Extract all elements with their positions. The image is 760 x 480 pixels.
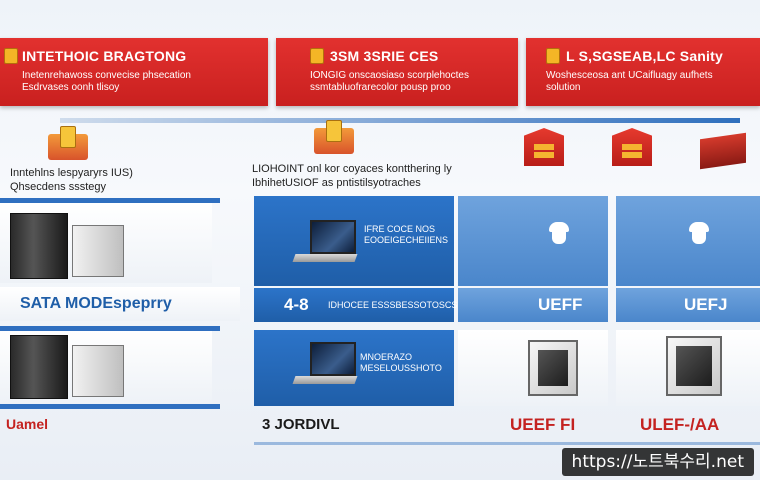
lock-icon [310, 48, 324, 64]
row4-right-cell-b: ULEF-/AA [616, 410, 760, 440]
chef-hat-icon [686, 222, 712, 246]
row4-right-label-a: UEEF FI [510, 415, 576, 434]
desktop-tower-icon [72, 345, 124, 397]
server-cube-icon [528, 340, 578, 396]
header-col1-title: INTETHOIC BRAGTONG [22, 48, 187, 64]
row1-center-cell: IFRE COCE NOS EOOEIGECHEIIENS [254, 196, 454, 286]
divider-line [0, 326, 220, 331]
row1-center-text: IFRE COCE NOS EOOEIGECHEIIENS [364, 224, 449, 245]
row4-center-cell: 3 JORDIVL [254, 410, 454, 440]
row2-right-label-b: UEFJ [684, 295, 728, 314]
header-col2-title: 3SM 3SRIE CES [330, 48, 439, 64]
row4-left-cell: Uamel [0, 410, 240, 440]
desktop-tower-icon [10, 213, 68, 279]
watermark-url: https://노트북수리.net [561, 448, 754, 476]
row4-right-label-b: ULEF-/AA [640, 415, 720, 434]
device-icon [700, 132, 746, 170]
divider-line [0, 198, 220, 203]
row2-right-cell-a: UEFF [458, 288, 608, 322]
row3-right-cell-b [616, 330, 760, 406]
divider-line [60, 118, 740, 123]
row2-right-label-a: UEFF [538, 295, 583, 314]
header-col2-subtitle: IONGIG onscaosiaso scorplehoctes ssmtabl… [310, 70, 469, 93]
row2-left-label: SATA MODEspeprry [20, 295, 172, 312]
row4-left-label: Uamel [6, 416, 49, 432]
row2-center-cell: 4-8 IDHOCEE ESSSBESSOTOSCS [254, 288, 458, 322]
server-cube-icon [666, 336, 722, 396]
row1-right-cell-b [616, 196, 760, 286]
row4-right-cell-a: UEEF FI [458, 410, 608, 440]
header-col1-subtitle: Inetenrehawoss convecise phsecation Esdr… [22, 70, 191, 93]
row3-center-cell: MNOERAZO MESELOUSSHOTO [254, 330, 454, 406]
header-col3-title: L S,SGSEAB,LC Sanity [566, 48, 723, 64]
row3-right-cell-a [458, 330, 608, 406]
lock-icon [546, 48, 560, 64]
header-col3-subtitle: Woshesceosa ant UCaifluagy aufhets solut… [546, 70, 713, 93]
row4-center-label: 3 JORDIVL [262, 416, 340, 433]
row1-right-cell-a [458, 196, 608, 286]
row2-right-cell-b: UEFJ [616, 288, 760, 322]
left-intro-label: Inntehlns lespyaryrs IUS) Qhsecdens ssst… [10, 167, 133, 193]
tag-lock-icon [42, 124, 92, 164]
desktop-tower-icon [72, 225, 124, 277]
header-col1: INTETHOIC BRAGTONG Inetenrehawoss convec… [0, 38, 268, 106]
row3-left-cell [0, 331, 212, 403]
divider-line [0, 404, 220, 409]
row1-left-cell [0, 203, 212, 283]
desktop-tower-icon [10, 335, 68, 399]
row3-center-text: MNOERAZO MESELOUSSHOTO [360, 352, 442, 373]
shield-icon [612, 128, 652, 166]
chef-hat-icon [546, 222, 572, 246]
laptop-icon [292, 376, 358, 384]
row2-left-cell: SATA MODEspeprry [0, 287, 240, 321]
header-col3: L S,SGSEAB,LC Sanity Woshesceosa ant UCa… [526, 38, 760, 106]
laptop-icon [310, 220, 356, 254]
lock-icon [4, 48, 18, 64]
shield-icon [524, 128, 564, 166]
laptop-icon [310, 342, 356, 376]
header-col2: 3SM 3SRIE CES IONGIG onscaosiaso scorple… [276, 38, 518, 106]
center-intro-label: LIOHOINT onl kor coyaces kontthering ly … [252, 163, 452, 189]
row2-center-label: 4-8 [284, 295, 309, 314]
laptop-icon [292, 254, 358, 262]
divider-line [254, 442, 760, 445]
row2-center-text: IDHOCEE ESSSBESSOTOSCS [328, 300, 458, 310]
tag-lock-icon [308, 118, 358, 158]
